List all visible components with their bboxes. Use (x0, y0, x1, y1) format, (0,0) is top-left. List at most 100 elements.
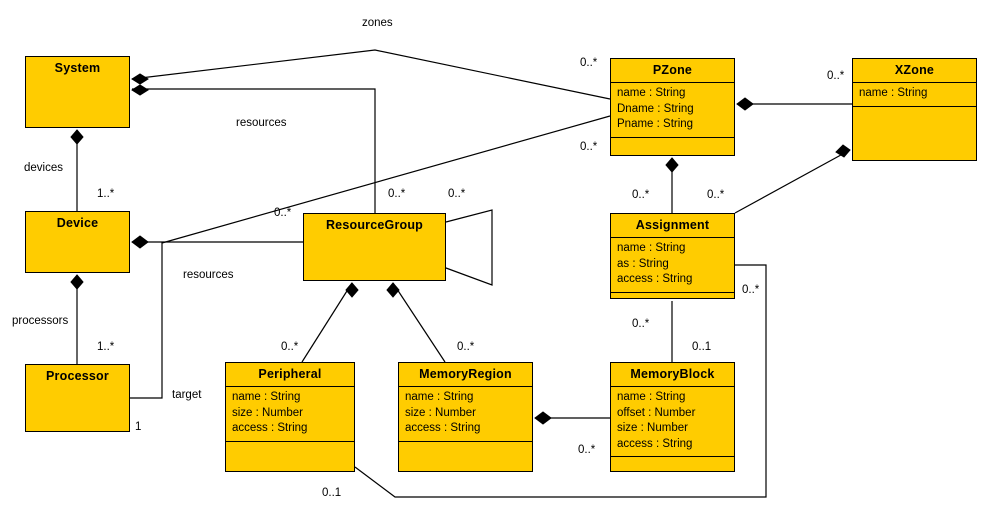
attribute: access : String (617, 273, 693, 285)
edge-resourcegroup-self-loop (445, 209, 493, 286)
diamond-system-resources (131, 84, 149, 96)
class-operations-memoryblock (611, 457, 734, 471)
diamond-device-processors (70, 274, 84, 290)
class-attributes-assignment: name : String as : String access : Strin… (611, 238, 734, 292)
class-name-memoryregion: MemoryRegion (419, 367, 512, 381)
multiplicity-processor-target: 1 (135, 421, 142, 433)
role-label-zones: zones (362, 17, 393, 29)
edge-xzone-assignment (734, 149, 851, 214)
diamond-system-devices (70, 129, 84, 145)
class-name-system: System (54, 61, 101, 75)
diamond-memregion-memblock (534, 411, 552, 425)
compartment-separator (611, 82, 734, 83)
edge-assignment-peripheral (354, 264, 767, 498)
attribute: name : String (232, 391, 301, 403)
attribute: Pname : String (617, 118, 694, 130)
attribute: name : String (617, 87, 686, 99)
class-peripheral[interactable]: Peripheral name : String size : Number a… (225, 362, 355, 472)
class-body-processor (26, 388, 129, 431)
multiplicity-resourcegroup-left: 0..* (274, 207, 292, 219)
compartment-separator (399, 386, 532, 387)
attribute: size : Number (232, 406, 303, 419)
class-operations-pzone (611, 138, 734, 156)
attribute: Dname : String (617, 102, 694, 115)
class-system[interactable]: System (25, 56, 130, 128)
class-attributes-memoryblock: name : String offset : Number size : Num… (611, 387, 734, 456)
class-name-processor: Processor (46, 369, 109, 383)
compartment-separator (611, 237, 734, 238)
attribute: access : String (617, 437, 693, 450)
attribute: name : String (405, 391, 474, 403)
edge-resourcegroup-memoryregion (392, 282, 446, 363)
compartment-separator (853, 105, 976, 107)
diamond-xzone-assignment (835, 144, 851, 158)
compartment-separator (611, 291, 734, 293)
class-assignment[interactable]: Assignment name : String as : String acc… (610, 213, 735, 299)
attribute: size : Number (405, 406, 476, 419)
class-operations-memoryregion (399, 442, 532, 472)
multiplicity-assignment-bottom: 0..* (632, 318, 650, 330)
multiplicity-pzone-bottom: 0..* (580, 141, 598, 153)
class-name-xzone: XZone (894, 63, 935, 77)
class-operations-peripheral (226, 442, 354, 472)
diamond-system-zones (131, 73, 149, 85)
role-label-resources-2: resources (183, 269, 234, 281)
attribute: name : String (859, 87, 928, 99)
multiplicity-assignment-right: 0..* (707, 189, 725, 201)
multiplicity-xzone-left: 0..* (827, 70, 845, 82)
class-operations-assignment (611, 293, 734, 305)
multiplicity-memoryblock-left: 0..* (578, 444, 596, 456)
class-xzone[interactable]: XZone name : String (852, 58, 977, 161)
diamond-rg-memoryregion (386, 282, 400, 298)
class-pzone[interactable]: PZone name : String Dname : String Pname… (610, 58, 735, 156)
multiplicity-resourcegroup-self: 0..* (448, 188, 466, 200)
compartment-separator (611, 136, 734, 138)
class-body-device (26, 235, 129, 272)
attribute: offset : Number (617, 406, 696, 419)
attribute: name : String (617, 242, 686, 254)
role-label-devices: devices (24, 162, 63, 174)
attribute: access : String (232, 422, 308, 434)
class-name-peripheral: Peripheral (258, 367, 322, 381)
class-resourcegroup[interactable]: ResourceGroup (303, 213, 446, 281)
class-attributes-xzone: name : String (853, 83, 976, 106)
edge-system-resourcegroup-resources (132, 88, 376, 213)
class-body-resourcegroup (304, 237, 445, 280)
compartment-separator (399, 440, 532, 442)
role-label-resources-1: resources (236, 117, 287, 129)
class-body-system (26, 80, 129, 127)
edge-resourcegroup-peripheral (301, 282, 353, 363)
compartment-separator (226, 386, 354, 387)
multiplicity-pzone-top: 0..* (580, 57, 598, 69)
attribute: name : String (617, 391, 686, 403)
multiplicity-processor-processors: 1..* (97, 341, 115, 353)
class-name-memoryblock: MemoryBlock (630, 367, 715, 381)
attribute: access : String (405, 422, 481, 434)
class-attributes-pzone: name : String Dname : String Pname : Str… (611, 83, 734, 137)
multiplicity-assignment-left: 0..* (632, 189, 650, 201)
attribute: size : Number (617, 422, 688, 434)
class-device[interactable]: Device (25, 211, 130, 273)
class-processor[interactable]: Processor (25, 364, 130, 432)
multiplicity-resourcegroup-top: 0..* (388, 188, 406, 200)
diamond-rg-peripheral (345, 282, 359, 298)
multiplicity-peripheral-bottom: 0..1 (322, 487, 342, 499)
multiplicity-peripheral-top: 0..* (281, 341, 299, 353)
class-memoryblock[interactable]: MemoryBlock name : String offset : Numbe… (610, 362, 735, 472)
role-label-target: target (172, 389, 202, 401)
class-operations-xzone (853, 107, 976, 161)
compartment-separator (611, 386, 734, 387)
class-attributes-peripheral: name : String size : Number access : Str… (226, 387, 354, 441)
attribute: as : String (617, 257, 669, 270)
compartment-separator (226, 440, 354, 442)
class-name-resourcegroup: ResourceGroup (325, 218, 424, 232)
diamond-device-resources (131, 235, 149, 249)
diamond-pzone-xzone (736, 97, 754, 111)
multiplicity-memoryblock-top: 0..1 (692, 341, 712, 353)
class-memoryregion[interactable]: MemoryRegion name : String size : Number… (398, 362, 533, 472)
class-name-assignment: Assignment (635, 218, 710, 232)
multiplicity-device-devices: 1..* (97, 188, 115, 200)
class-name-device: Device (56, 216, 99, 230)
